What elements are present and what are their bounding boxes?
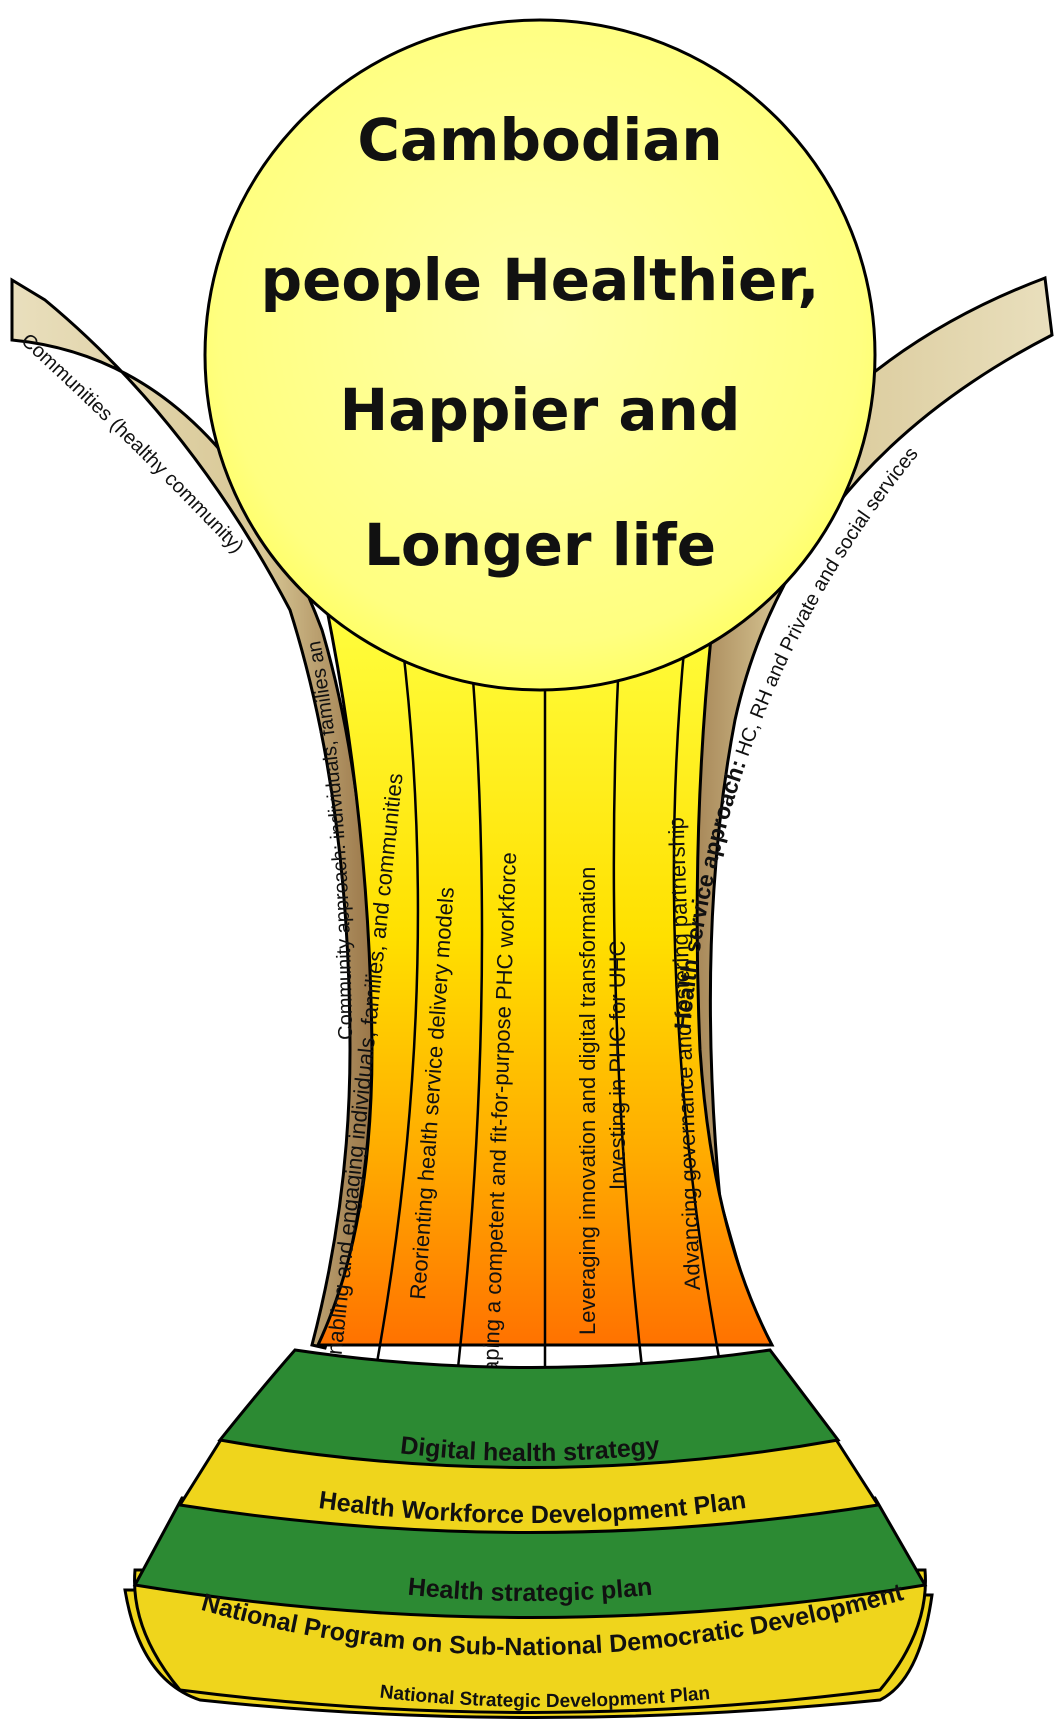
goal-line-4: Longer life	[364, 511, 716, 579]
goal-line-1: Cambodian	[357, 106, 722, 174]
goal-line-2: people Healthier,	[261, 246, 820, 314]
goal-sphere: Cambodian people Healthier, Happier and …	[205, 20, 875, 690]
trophy-base: Digital health strategy Health Workforce…	[125, 1350, 932, 1718]
goal-line-3: Happier and	[340, 376, 741, 444]
pillar-5-label: Investing in PHC for UHC	[605, 940, 630, 1190]
pillar-4-label: Leveraging innovation and digital transf…	[575, 867, 600, 1335]
